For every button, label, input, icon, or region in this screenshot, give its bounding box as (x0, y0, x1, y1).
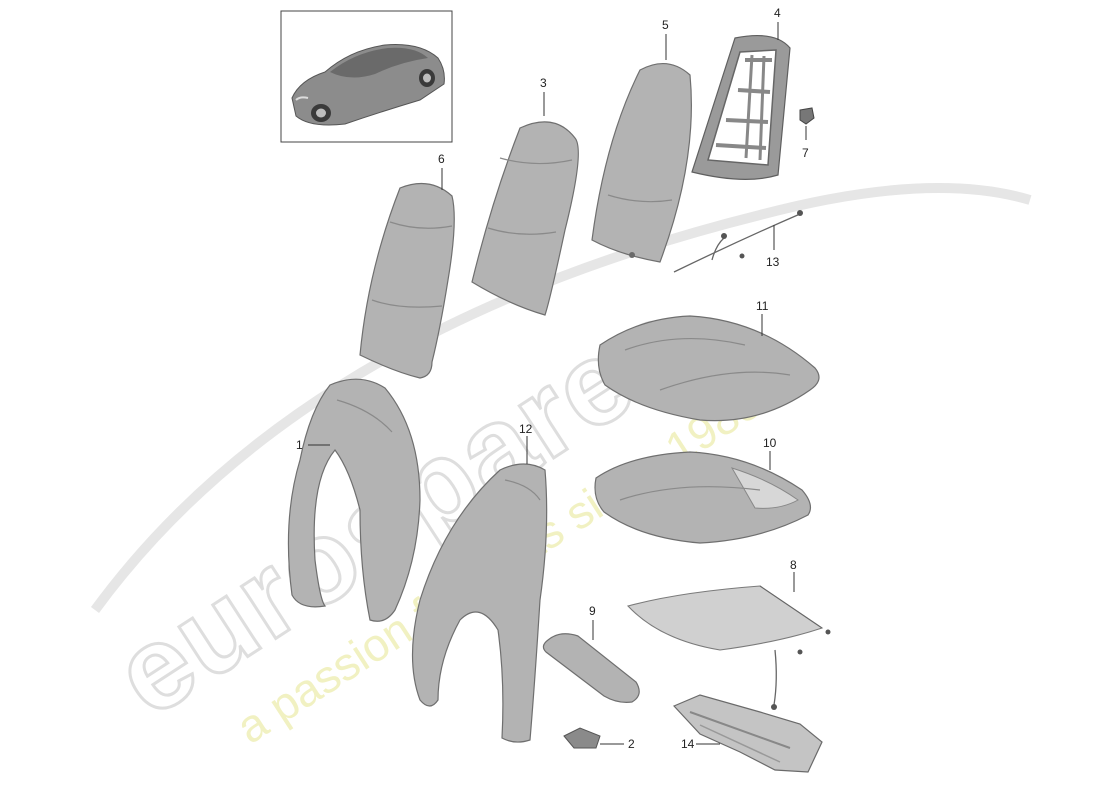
part-12-side-bolster (411, 463, 548, 743)
part-3-backrest-cushion (471, 121, 579, 316)
callout-13: 13 (766, 225, 780, 269)
callout-10: 10 (763, 436, 777, 470)
part-14-base-plate (672, 694, 823, 773)
svg-text:2: 2 (628, 737, 635, 751)
svg-text:10: 10 (763, 436, 777, 450)
callout-12: 12 (519, 422, 533, 464)
callout-8: 8 (790, 558, 797, 592)
svg-text:3: 3 (540, 76, 547, 90)
svg-text:6: 6 (438, 152, 445, 166)
part-13-wiring (673, 210, 803, 273)
svg-text:5: 5 (662, 18, 669, 32)
callouts: 1 2 3 4 5 6 7 8 (296, 6, 809, 751)
car-illustration (291, 44, 445, 126)
part-9-bolster (542, 633, 640, 703)
callout-11: 11 (756, 299, 769, 336)
watermark: eurospares a passion for parts since 198… (90, 183, 1032, 753)
svg-text:12: 12 (519, 422, 533, 436)
svg-text:1: 1 (296, 438, 303, 452)
callout-2: 2 (600, 737, 635, 751)
watermark-swoosh (90, 183, 1032, 613)
callout-5: 5 (662, 18, 669, 60)
callout-9: 9 (589, 604, 596, 640)
svg-text:7: 7 (802, 146, 809, 160)
svg-text:11: 11 (756, 299, 769, 313)
part-5-backrest-panel (591, 63, 692, 263)
callout-7: 7 (802, 126, 809, 160)
part-1-side-bolster (287, 378, 421, 622)
part-8-seat-pan (626, 585, 831, 710)
part-7-clip (799, 107, 815, 125)
callout-14: 14 (681, 737, 720, 751)
svg-text:8: 8 (790, 558, 797, 572)
callout-4: 4 (774, 6, 781, 40)
svg-text:13: 13 (766, 255, 780, 269)
svg-text:14: 14 (681, 737, 695, 751)
callout-6: 6 (438, 152, 445, 190)
callout-1: 1 (296, 438, 330, 452)
part-6-backrest-cover (359, 182, 455, 379)
part-2-bracket (563, 727, 601, 749)
car-thumbnail (280, 10, 453, 143)
callout-3: 3 (540, 76, 547, 116)
part-4-backrest-frame (691, 35, 791, 180)
part-11-seat-cover (597, 315, 820, 422)
svg-text:4: 4 (774, 6, 781, 20)
part-10-seat-cushion (594, 451, 812, 544)
svg-text:9: 9 (589, 604, 596, 618)
